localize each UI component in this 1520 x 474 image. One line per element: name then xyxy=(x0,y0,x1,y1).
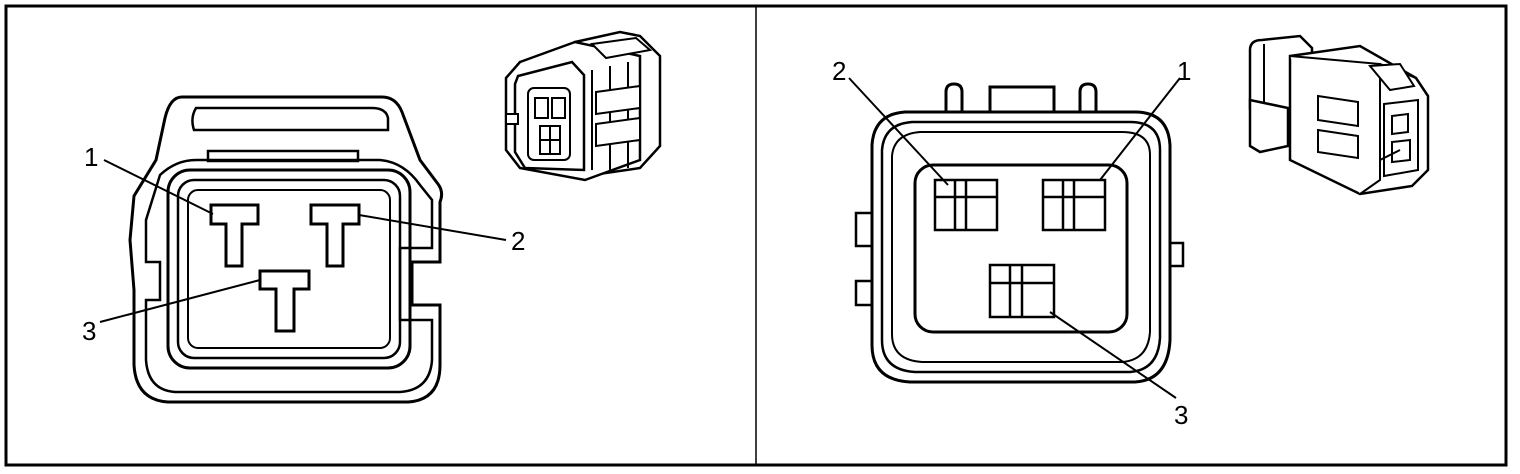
left-connector-thumbnail xyxy=(504,30,662,182)
leader-line-1 xyxy=(103,159,214,215)
leader-line-3 xyxy=(1049,311,1177,399)
leader-line-1 xyxy=(1099,77,1181,181)
left-callout-3: 3 xyxy=(82,316,96,346)
right-connector-thumbnail xyxy=(1248,34,1430,196)
leader-line-2 xyxy=(358,214,507,241)
right-callout-1: 1 xyxy=(1177,56,1191,86)
left-connector-face xyxy=(128,95,444,404)
right-callout-3: 3 xyxy=(1174,400,1188,430)
leader-line-2 xyxy=(848,77,949,186)
right-connector-face xyxy=(854,82,1185,384)
left-callout-2: 2 xyxy=(511,226,525,256)
right-callout-2: 2 xyxy=(832,56,846,86)
leader-line-3 xyxy=(99,279,261,323)
right-leader-lines xyxy=(848,77,1181,399)
left-callout-1: 1 xyxy=(84,142,98,172)
left-leader-lines xyxy=(99,159,507,323)
